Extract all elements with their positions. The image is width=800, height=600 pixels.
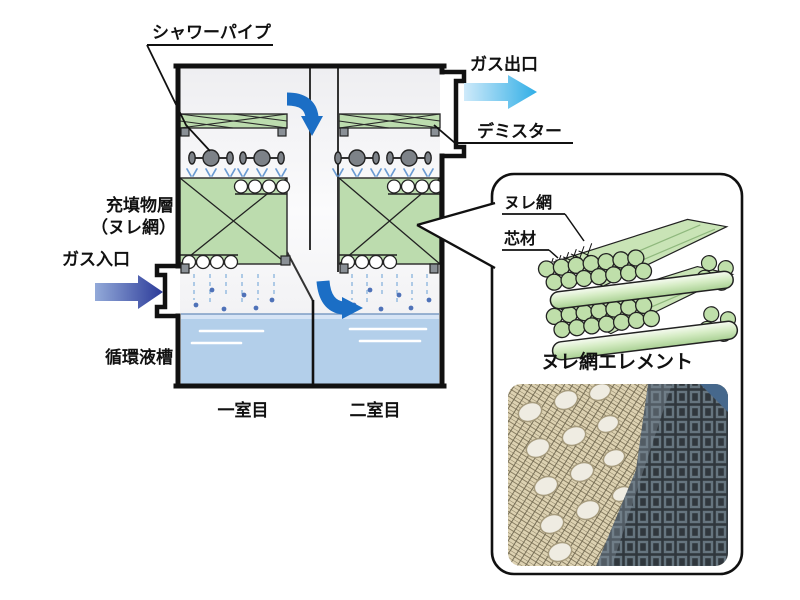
shower-pipe-label: シャワーパイプ: [152, 22, 272, 42]
gas-inlet-label: ガス入口: [62, 250, 130, 269]
demister-layers: [179, 113, 441, 137]
packing-supports: [180, 255, 439, 274]
demister-right: [338, 113, 441, 129]
water-surface-lines: [190, 327, 428, 345]
liquid-drips: [193, 274, 432, 312]
spray-nozzles: [188, 149, 432, 167]
circulation-tank-label: 循環液槽: [105, 347, 173, 367]
tank-walls: [173, 63, 447, 389]
gas-outlet-label: ガス出口: [470, 54, 538, 74]
photo-tube-openings: [517, 384, 633, 563]
demister-left: [179, 113, 288, 129]
gas-outlet-arrow-icon: [464, 75, 537, 109]
tube-ends-bottom: [181, 254, 239, 270]
wet-mesh-label: ヌレ網: [504, 193, 552, 212]
packing-layers: [179, 177, 444, 274]
center-channel: [286, 68, 339, 385]
circulation-water: [181, 313, 439, 384]
gas-flow-arrow-bottom-icon: [316, 280, 363, 319]
scrubber-tank: [154, 63, 467, 389]
demister-label: デミスター: [477, 121, 562, 141]
shower-pipes: [186, 149, 434, 177]
photo-dark-mesh: [596, 384, 728, 566]
chamber1-label: 一室目: [218, 400, 269, 420]
packing-left: [179, 177, 291, 270]
shower-pipe-leader: [146, 44, 211, 152]
gas-flow-arrow-top-icon: [286, 92, 323, 136]
tube-ends-top: [233, 179, 291, 194]
packing-label-line1: 充填物層: [106, 195, 174, 215]
chamber2-label: 二室目: [350, 400, 401, 420]
element-photo: [508, 384, 728, 566]
gas-outlet-port: [442, 69, 467, 159]
gas-inlet-port: [154, 263, 178, 319]
callout-content: ヌレ網 芯材: [502, 193, 739, 566]
spray-marks: [186, 168, 434, 177]
packing-label-line2: （ヌレ網）: [91, 217, 176, 237]
tube-stack-illustration: [537, 218, 739, 361]
demister-leader: [433, 124, 456, 144]
wet-mesh-leader: [564, 213, 585, 242]
element-caption: ヌレ網エレメント: [541, 350, 693, 373]
baffle-plate: [286, 251, 314, 302]
diagram-labels: シャワーパイプ ガス出口 デミスター 充填物層 （ヌレ網） ガス入口 循環液槽 …: [62, 22, 573, 420]
tube-ends-bottom: [340, 254, 398, 270]
demister-supports: [180, 127, 440, 137]
packing-right: [338, 177, 444, 270]
gas-inlet-arrow-icon: [95, 275, 163, 309]
callout-wedge: [417, 203, 495, 268]
core-material-leader: [548, 249, 559, 259]
core-material-label: 芯材: [504, 229, 536, 248]
